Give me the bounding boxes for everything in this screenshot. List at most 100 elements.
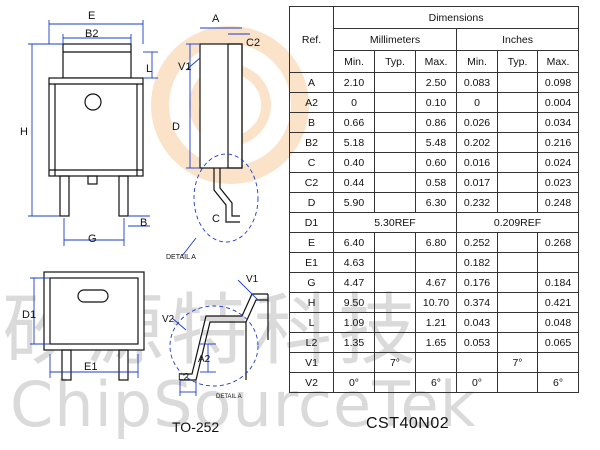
dim-label-c2: C2 <box>246 37 260 49</box>
ref-cell: B <box>289 112 334 133</box>
value-cell-mm-min: 2.10 <box>333 72 375 93</box>
dim-label-c: C <box>212 213 220 225</box>
ref-cell: B2 <box>289 132 334 153</box>
value-cell-in-typ <box>497 132 538 153</box>
value-cell-in-typ <box>497 112 538 133</box>
value-cell-mm-max: 1.21 <box>415 312 457 333</box>
value-cell-mm-max: 0.10 <box>415 92 457 113</box>
ref-cell: A <box>289 72 334 93</box>
value-cell-in-typ <box>497 312 538 333</box>
header-inches: Inches <box>455 28 580 51</box>
dim-label-l2: L2 <box>178 372 190 383</box>
value-cell-in-typ <box>497 92 538 113</box>
value-cell-mm-min: 5.18 <box>333 132 375 153</box>
ref-cell: G <box>289 272 334 293</box>
value-cell-mm-max: 6.80 <box>415 232 457 253</box>
value-cell-in-min: 0° <box>456 372 498 393</box>
top-view-labels: E B2 L H B G <box>20 10 152 245</box>
value-cell-mm-min: 0.40 <box>333 152 375 173</box>
detail-view-dimensions <box>169 279 259 396</box>
value-cell-mm-min: 5.90 <box>333 192 375 213</box>
value-cell-in-min: 0.202 <box>456 132 498 153</box>
header-mm-typ: Typ. <box>374 50 416 73</box>
in-ref-cell: 0.209REF <box>455 212 580 233</box>
value-cell-mm-typ <box>374 172 416 193</box>
value-cell-in-min: 0.252 <box>456 232 498 253</box>
value-cell-mm-typ <box>374 152 416 173</box>
value-cell-mm-max: 6.30 <box>415 192 457 213</box>
value-cell-in-typ <box>497 372 538 393</box>
dim-label-e: E <box>88 10 95 22</box>
value-cell-mm-min: 0 <box>333 92 375 113</box>
ref-cell: C2 <box>289 172 334 193</box>
value-cell-in-max <box>536 252 580 273</box>
value-cell-mm-min: 1.35 <box>333 332 375 353</box>
value-cell-mm-typ <box>374 292 416 313</box>
dim-label-v1-detail: V1 <box>246 274 259 285</box>
header-millimeters: Millimeters <box>333 28 457 51</box>
value-cell-in-typ <box>497 152 538 173</box>
value-cell-mm-typ <box>374 332 416 353</box>
side-view <box>199 43 243 223</box>
side-view-labels: A C2 V1 D C DETAIL A <box>166 13 260 261</box>
value-cell-mm-max: 0.60 <box>415 152 457 173</box>
dim-label-b2: B2 <box>85 28 98 40</box>
value-cell-in-max: 0.268 <box>536 232 580 253</box>
value-cell-in-typ: 7° <box>497 352 538 373</box>
value-cell-in-min: 0.232 <box>456 192 498 213</box>
value-cell-mm-max: 6° <box>415 372 457 393</box>
detail-view-labels: V1 V2 A2 L2 DETAIL A <box>162 274 259 400</box>
value-cell-mm-max <box>415 252 457 273</box>
mm-ref-cell: 5.30REF <box>333 212 457 233</box>
ref-cell: H <box>289 292 334 313</box>
value-cell-in-max: 0.048 <box>536 312 580 333</box>
value-cell-mm-max: 0.58 <box>415 172 457 193</box>
dim-label-b: B <box>140 217 147 229</box>
dim-label-g: G <box>88 233 97 245</box>
ref-cell: C <box>289 152 334 173</box>
value-cell-in-min: 0.083 <box>456 72 498 93</box>
value-cell-in-max: 0.216 <box>536 132 580 153</box>
ref-cell: A2 <box>289 92 334 113</box>
value-cell-mm-min: 0.44 <box>333 172 375 193</box>
dim-label-v2: V2 <box>162 314 175 325</box>
dim-label-d1: D1 <box>22 309 36 321</box>
header-dimensions: Dimensions <box>332 6 580 29</box>
value-cell-in-min: 0.176 <box>456 272 498 293</box>
ref-cell: L2 <box>289 332 334 353</box>
value-cell-mm-min: 0° <box>333 372 375 393</box>
ref-cell: V2 <box>289 372 334 393</box>
value-cell-in-typ <box>497 332 538 353</box>
value-cell-mm-min: 9.50 <box>333 292 375 313</box>
value-cell-mm-typ <box>374 232 416 253</box>
table-subheader-row: Min. Typ. Max. Min. Typ. Max. <box>290 50 580 73</box>
value-cell-mm-max: 4.67 <box>415 272 457 293</box>
part-number: CST40N02 <box>366 415 450 432</box>
ref-cell: D1 <box>289 212 334 233</box>
value-cell-in-min: 0.374 <box>456 292 498 313</box>
value-cell-in-max <box>536 352 580 373</box>
ref-cell: D <box>289 192 334 213</box>
value-cell-mm-typ <box>374 72 416 93</box>
value-cell-in-max: 0.024 <box>536 152 580 173</box>
detail-a-label-bottom: DETAIL A <box>216 394 242 400</box>
value-cell-in-typ <box>497 72 538 93</box>
ref-cell: E <box>289 232 334 253</box>
value-cell-in-max: 0.098 <box>536 72 580 93</box>
table-unit-row: Millimeters Inches <box>290 28 580 51</box>
detail-a-label: DETAIL A <box>166 254 196 261</box>
package-name: TO-252 <box>172 419 220 435</box>
value-cell-mm-typ: 7° <box>374 352 416 373</box>
dim-label-a2: A2 <box>198 354 211 365</box>
